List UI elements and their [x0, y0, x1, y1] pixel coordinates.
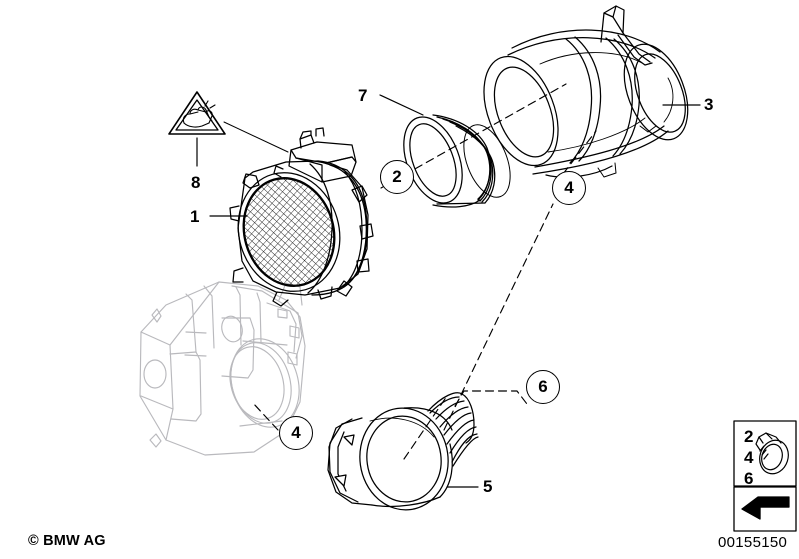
callout-circle-2[interactable]: 2 [380, 160, 414, 194]
callout-circle-6[interactable]: 6 [526, 370, 560, 404]
assembly-dashed-lines [252, 83, 597, 460]
leader-lines [196, 94, 701, 488]
callout-label-7: 7 [358, 86, 368, 105]
diagram-number: 00155150 [718, 534, 788, 551]
callout-circle-4-throttle[interactable]: 4 [279, 416, 313, 450]
legend-box [733, 420, 797, 532]
legend-number-2: 2 [744, 427, 754, 446]
part-1-mass-air-flow-sensor [229, 127, 374, 307]
callout-label-3: 3 [704, 95, 714, 114]
callout-circle-4-duct[interactable]: 4 [552, 171, 586, 205]
hand-warning-triangle-icon [168, 91, 226, 135]
copyright-notice: © BMW AG [28, 533, 106, 549]
part-5-intake-hose-elbow [327, 392, 479, 511]
part-7-rubber-sleeve [403, 114, 511, 208]
callout-label-1: 1 [190, 207, 200, 226]
callout-label-8: 8 [191, 173, 201, 192]
callout-label-5: 5 [483, 477, 493, 496]
legend-number-4: 4 [744, 448, 754, 467]
legend-number-6: 6 [744, 469, 754, 488]
